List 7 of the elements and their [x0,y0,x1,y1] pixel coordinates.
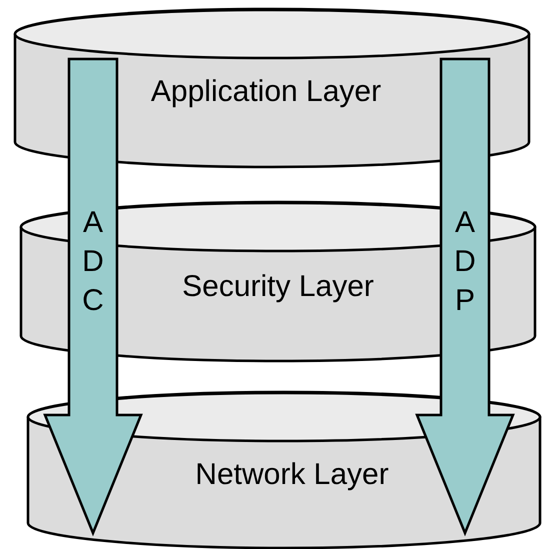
layer-title: Application Layer [150,74,382,110]
layer-title: Network Layer [194,457,390,493]
edge-label: ADP [453,205,477,319]
block-arrow [43,58,143,536]
edge-label: ADC [81,205,105,319]
block-arrow [415,58,515,536]
layer-title: Security Layer [181,269,375,305]
